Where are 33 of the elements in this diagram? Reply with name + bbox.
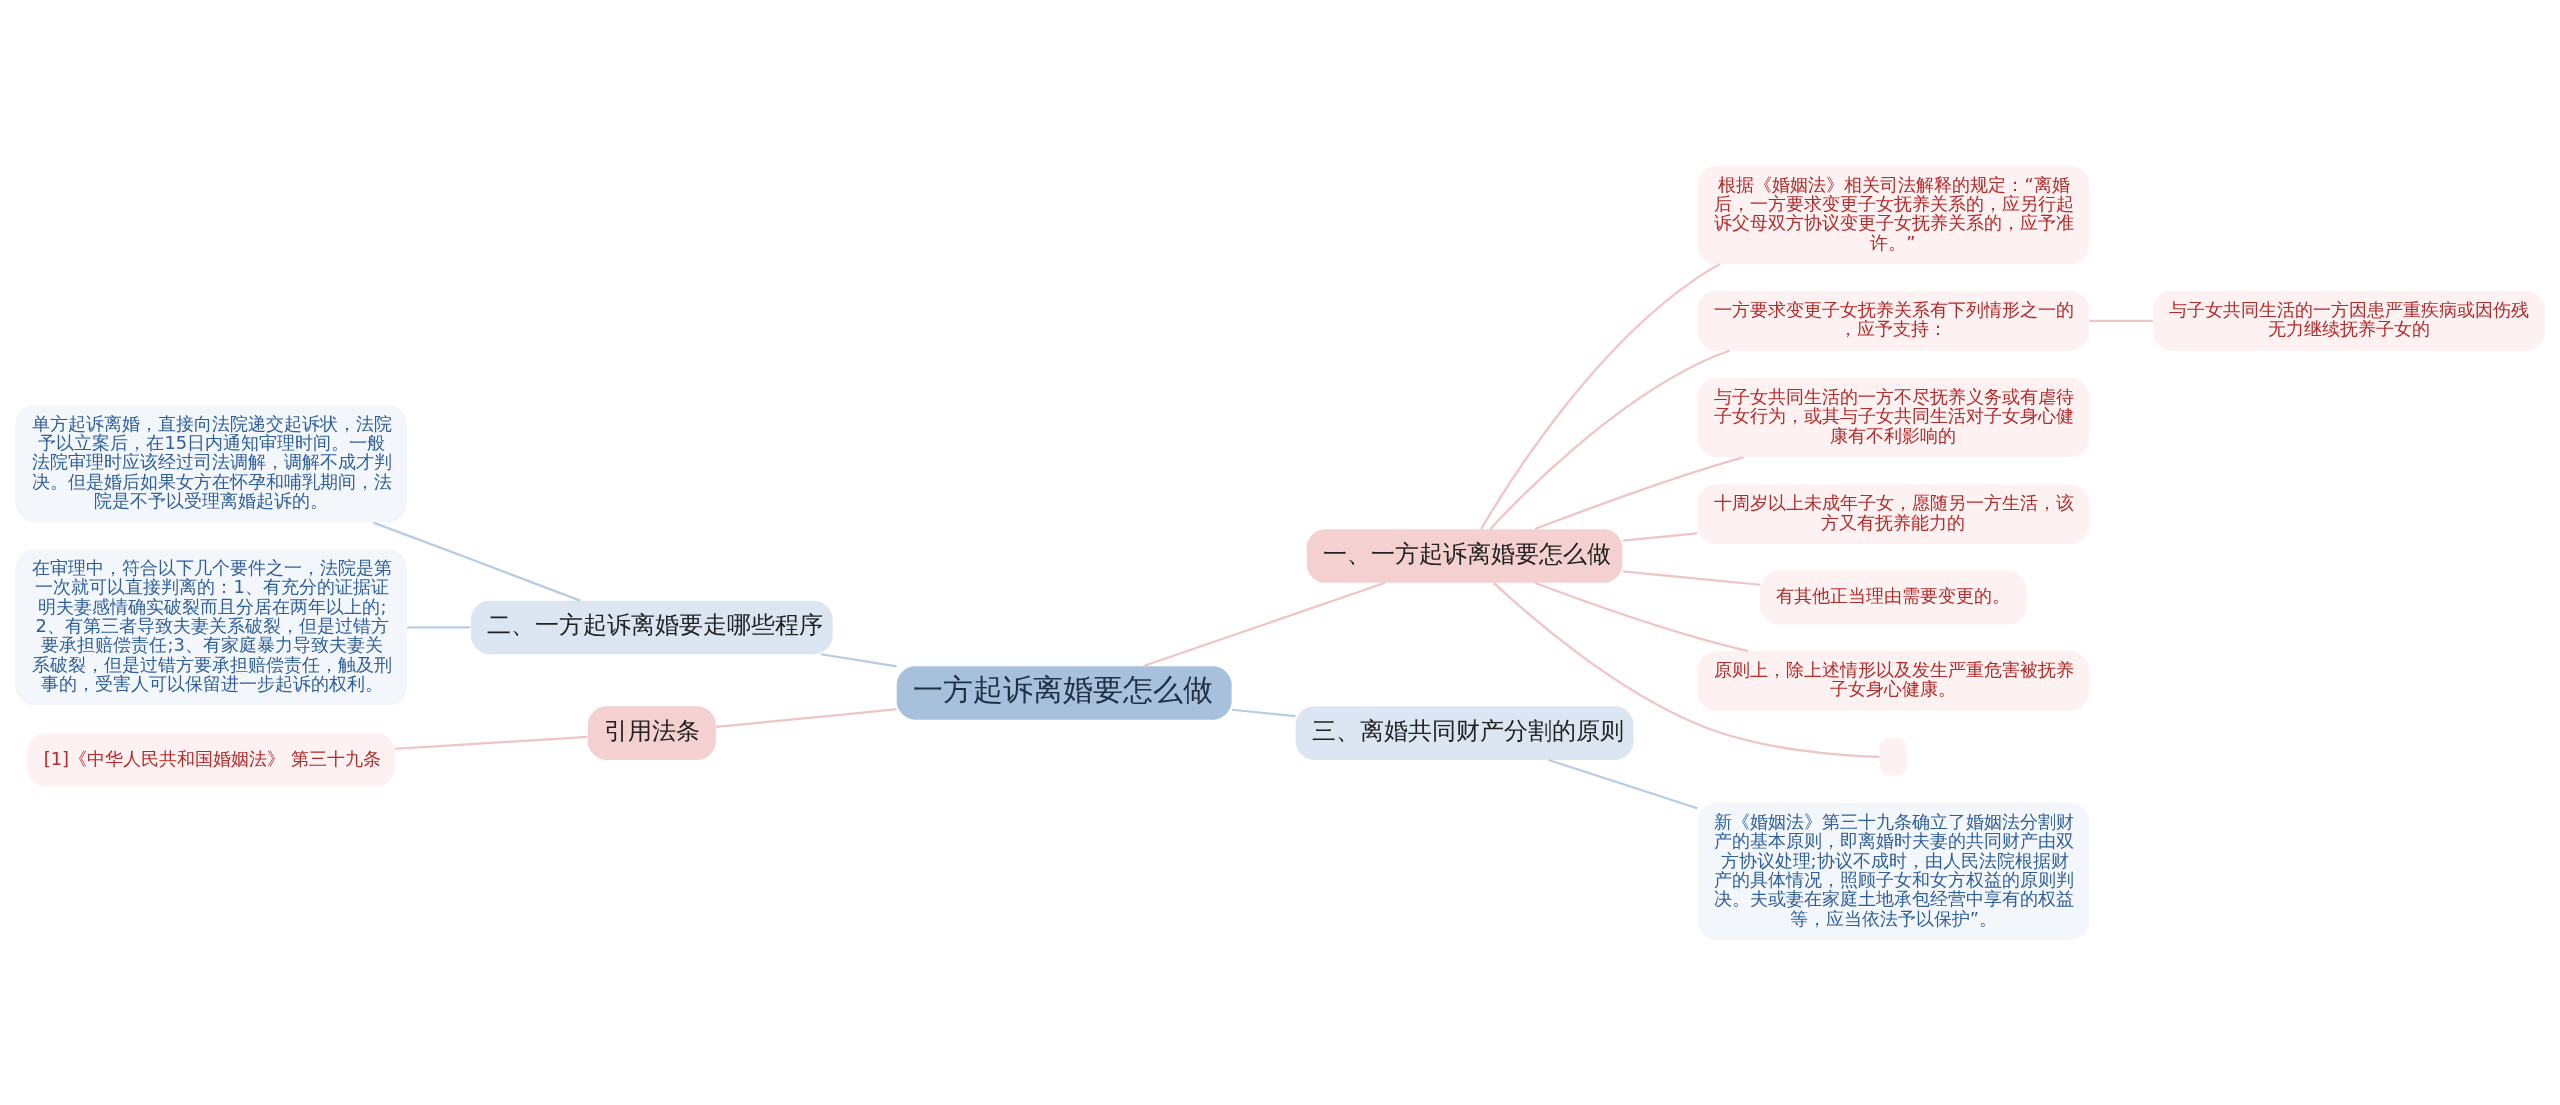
connector bbox=[2089, 319, 2153, 322]
connector bbox=[407, 625, 471, 629]
node-box: 二、一方起诉离婚要走哪些程序 bbox=[470, 600, 833, 654]
connector bbox=[1534, 581, 1749, 652]
connector bbox=[1143, 581, 1386, 667]
connector bbox=[820, 652, 897, 667]
connector bbox=[1622, 569, 1760, 586]
node-box: 与子女共同生活的一方因患严重疾病或因伤残无力继续抚养子女的 bbox=[2153, 290, 2545, 351]
connector bbox=[1493, 581, 1880, 758]
node-box: 一、一方起诉离婚要怎么做 bbox=[1306, 528, 1623, 583]
node-box: 单方起诉离婚，直接向法院递交起诉状，法院予以立案后，在15日内通知审理时间。一般法院审理时应该经过司法调解，调解不成才判决。但是婚后如果女方在怀孕和哺乳期间，法院是不予以受理离婚起诉的。 bbox=[15, 404, 407, 522]
node-box: 一方起诉离婚要怎么做 bbox=[896, 665, 1232, 720]
connector bbox=[1548, 758, 1698, 809]
node-box: 一方要求变更子女抚养关系有下列情形之一的，应予支持： bbox=[1697, 290, 2090, 351]
node-box: [1]《中华人民共和国婚姻法》 第三十九条 bbox=[27, 732, 395, 787]
connector bbox=[372, 521, 581, 602]
node-box: 原则上，除上述情形以及发生严重危害被抚养子女身心健康。 bbox=[1697, 650, 2090, 711]
connector bbox=[1622, 531, 1698, 542]
node-box: 有其他正当理由需要变更的。 bbox=[1760, 570, 2027, 624]
node-box bbox=[1879, 737, 1907, 776]
connector bbox=[1480, 262, 1721, 530]
node-box: 十周岁以上未成年子女，愿随另一方生活，该方又有抚养能力的 bbox=[1697, 484, 2090, 544]
node-box: 新《婚姻法》第三十九条确立了婚姻法分割财产的基本原则，即离婚时夫妻的共同财产由双方协议处理;协议不成时，由人民法院根据财产的具体情况，照顾子女和女方权益的原则判决。夫或妻在家庭土地承包经营中享有的权益等，应当依法予以保护”。 bbox=[1697, 802, 2090, 940]
node-box: 根据《婚姻法》相关司法解释的规定：“离婚后，一方要求变更子女抚养关系的，应另行起诉父母双方协议变更子女抚养关系的，应予准许。” bbox=[1697, 165, 2090, 264]
connector bbox=[1489, 349, 1731, 530]
node-box: 在审理中，符合以下几个要件之一，法院是第一次就可以直接判离的：1、有充分的证据证明夫妻感情确实破裂而且分居在两年以上的;2、有第三者导致夫妻关系破裂，但是过错方要承担赔偿责任;3、有家庭暴力导致夫妻关系破裂，但是过错方要承担赔偿责任，触及刑事的，受害人可以保留进一步起诉的权利。 bbox=[15, 548, 407, 706]
connector bbox=[1231, 708, 1296, 717]
node-box: 与子女共同生活的一方不尽抚养义务或有虐待子女行为，或其与子女共同生活对子女身心健康有不利影响的 bbox=[1697, 377, 2090, 457]
connector bbox=[715, 707, 897, 728]
connector bbox=[395, 735, 588, 750]
node-box: 三、离婚共同财产分割的原则 bbox=[1295, 705, 1634, 760]
node-box: 引用法条 bbox=[587, 705, 716, 760]
connector bbox=[1534, 455, 1744, 530]
